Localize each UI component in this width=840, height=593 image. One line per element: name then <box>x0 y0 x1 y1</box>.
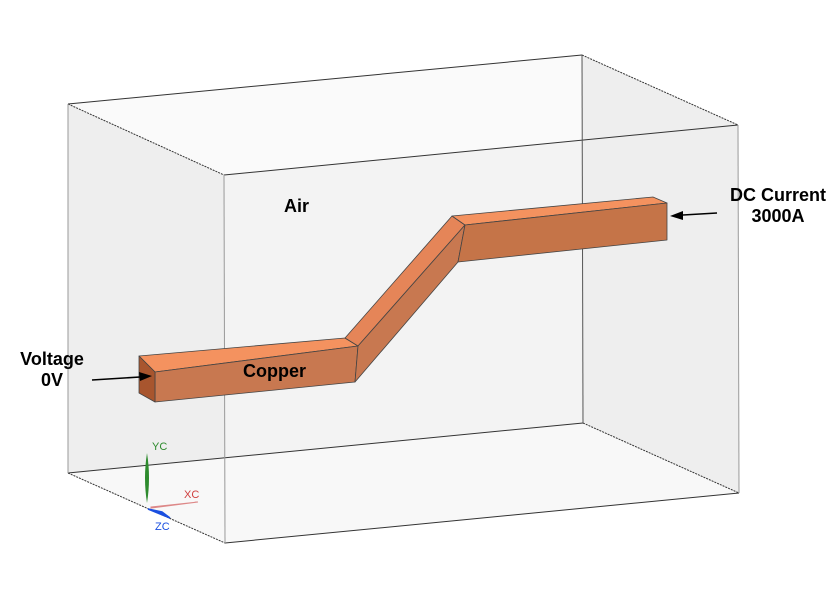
current-boundary-label: DC Current 3000A <box>718 185 838 227</box>
current-arrow <box>670 211 718 220</box>
y-axis-arrow <box>145 453 149 503</box>
yc-axis-label: YC <box>152 441 168 453</box>
zc-axis-label: ZC <box>155 521 170 533</box>
copper-conductor <box>138 196 668 403</box>
current-label-line1: DC Current <box>729 185 826 205</box>
air-box-left-face <box>68 104 225 543</box>
air-box-right-face <box>582 55 739 493</box>
z-axis-arrow <box>147 508 171 519</box>
current-label-line2: 3000A <box>751 206 805 226</box>
xc-axis-label: XC <box>184 489 200 501</box>
voltage-boundary-label: Voltage 0V <box>10 349 94 391</box>
copper-end-face-left <box>138 355 156 403</box>
coordinate-triad <box>145 453 199 519</box>
copper-label: Copper <box>243 361 306 381</box>
x-axis-arrow <box>150 501 199 509</box>
air-region-label: Air <box>284 196 310 216</box>
voltage-arrow <box>91 372 152 381</box>
air-box-edges <box>67 54 740 544</box>
air-box-bottom-face <box>68 423 739 543</box>
copper-side-face-right <box>457 202 668 263</box>
air-box-top-face <box>68 55 738 175</box>
voltage-label-line2: 0V <box>40 370 64 390</box>
voltage-label-line1: Voltage <box>20 349 84 369</box>
